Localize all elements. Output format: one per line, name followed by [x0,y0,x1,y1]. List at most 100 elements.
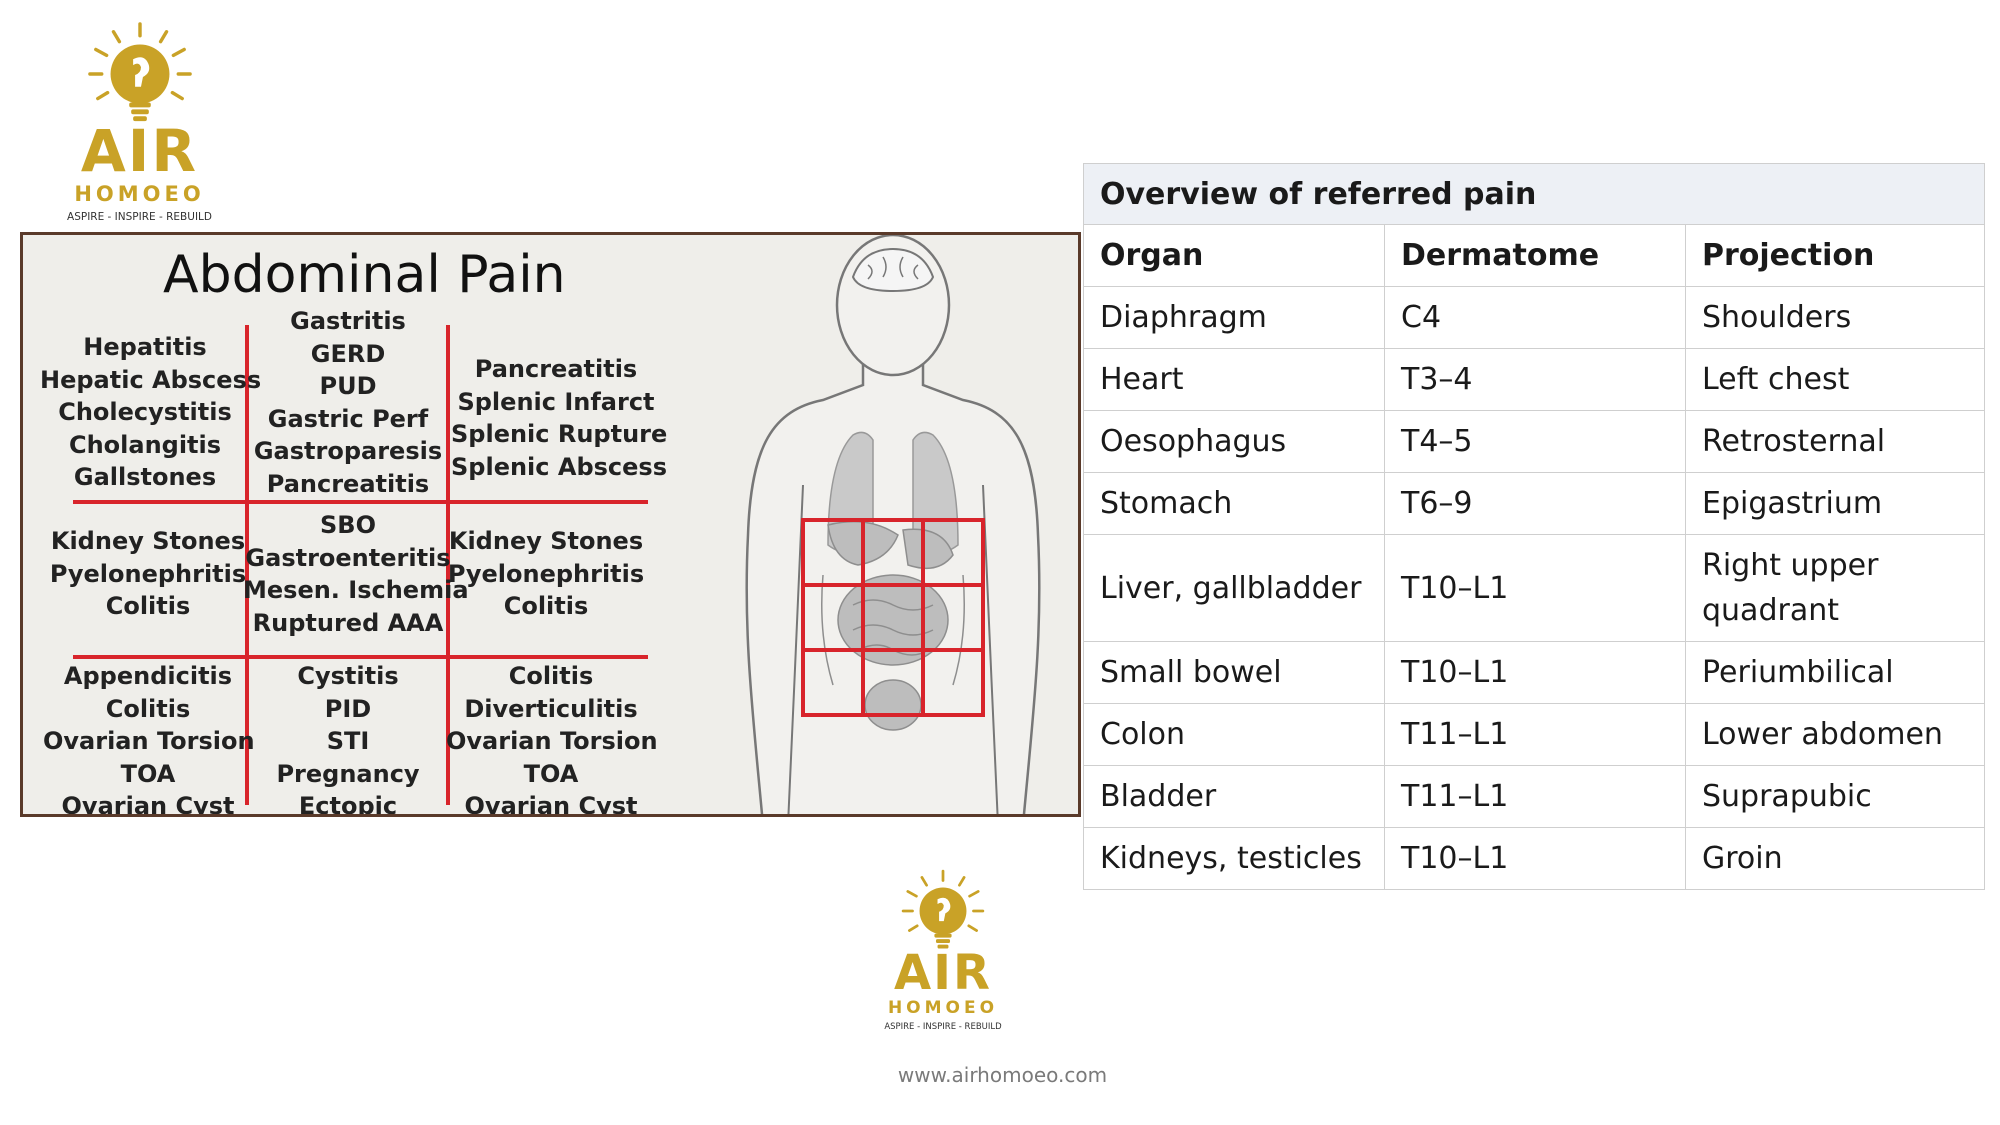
table-row: Stomach T6–9 Epigastrium [1083,472,1985,535]
table-row: Kidneys, testicles T10–L1 Groin [1083,827,1985,890]
cell-item: Ovarian Torsion [446,727,658,755]
logo-tagline: ASPIRE - INSPIRE - REBUILD [884,1022,1002,1032]
projection-cell: Suprapubic [1685,765,1985,828]
cell-item: Kidney Stones [448,527,644,555]
header-projection: Projection [1685,224,1985,287]
cell-item: Gastritis [290,307,406,335]
cell-item: Pyelonephritis [447,559,645,588]
logo-top: AIR HOMOEO ASPIRE - INSPIRE - REBUILD [52,20,227,223]
organ-cell: Oesophagus [1083,410,1385,473]
dermatome-cell: T10–L1 [1384,827,1686,890]
cell-left-flank: Kidney Stones Pyelonephritis Colitis [441,525,651,623]
cell-item: Ectopic [298,792,398,817]
cell-item: Ruptured AAA [252,608,444,637]
dermatome-cell: T10–L1 [1384,534,1686,642]
abdominal-pain-panel: Abdominal Pain Hepatitis Hepatic Abscess… [20,232,1081,817]
dermatome-cell: T3–4 [1384,348,1686,411]
cell-item: GERD [310,339,386,368]
cell-item: Cholecystitis [58,398,232,426]
cell-item: Colitis [105,694,191,723]
cell-item: STI [326,727,370,755]
cell-item: Cystitis [297,662,399,690]
bulb-icon [87,22,192,122]
header-organ: Organ [1083,224,1385,287]
projection-cell: Groin [1685,827,1985,890]
cell-item: Appendicitis [63,662,233,690]
dermatome-cell: T4–5 [1384,410,1686,473]
dermatome-cell: C4 [1384,286,1686,349]
table-caption-row: Overview of referred pain [1083,163,1985,225]
table-row: Liver, gallbladder T10–L1 Right upper qu… [1083,534,1985,642]
dermatome-cell: T10–L1 [1384,641,1686,704]
cell-item: Ovarian Cyst [61,792,235,817]
table-row: Heart T3–4 Left chest [1083,348,1985,411]
organ-cell: Bladder [1083,765,1385,828]
cell-item: Splenic Rupture [451,420,668,448]
projection-cell: Epigastrium [1685,472,1985,535]
cell-item: SBO [320,511,376,539]
organ-cell: Colon [1083,703,1385,766]
bulb-icon [901,869,985,949]
projection-cell: Left chest [1685,348,1985,411]
cell-right-upper: Hepatitis Hepatic Abscess Cholecystitis … [40,331,262,494]
projection-cell: Lower abdomen [1685,703,1985,766]
cell-item: Pyelonephritis [49,559,247,588]
website-link[interactable]: www.airhomoeo.com [897,1063,1108,1087]
dermatome-cell: T11–L1 [1384,765,1686,828]
table-row: Colon T11–L1 Lower abdomen [1083,703,1985,766]
cell-item: Hepatic Abscess [40,365,262,394]
cell-epigastric: Gastritis GERD PUD Gastric Perf Gastropa… [243,305,453,500]
cell-item: Diverticulitis [464,694,638,723]
dermatome-cell: T11–L1 [1384,703,1686,766]
cell-item: Ovarian Cyst [464,792,638,817]
cell-umbilical: SBO Gastroenteritis Mesen. Ischemia Rupt… [243,509,469,639]
organ-cell: Heart [1083,348,1385,411]
cell-right-flank: Kidney Stones Pyelonephritis Colitis [43,525,253,623]
table-caption: Overview of referred pain [1083,163,1985,225]
logo-sub: HOMOEO [887,998,999,1018]
cell-item: Pancreatitis [474,355,638,383]
cell-item: Hepatitis [83,333,207,361]
cell-item: TOA [523,759,579,788]
cell-item: Mesen. Ischemia [243,576,469,604]
projection-cell: Retrosternal [1685,410,1985,473]
cell-item: Colitis [105,592,191,620]
table-row: Diaphragm C4 Shoulders [1083,286,1985,349]
cell-item: PUD [319,372,377,400]
organ-cell: Liver, gallbladder [1083,534,1385,642]
body-figure [745,235,1041,814]
grid-line-v2 [446,325,450,805]
projection-cell: Right upper quadrant [1685,534,1985,642]
header-dermatome: Dermatome [1384,224,1686,287]
logo-tagline: ASPIRE - INSPIRE - REBUILD [67,211,212,223]
logo-brand: AIR [80,117,199,185]
cell-item: Cholangitis [68,430,222,459]
cell-suprapubic: Cystitis PID STI Pregnancy Ectopic [243,660,453,817]
grid-line-v1 [245,325,249,805]
cell-right-lower: Appendicitis Colitis Ovarian Torsion TOA… [43,660,255,817]
logo-sub: HOMOEO [74,182,205,206]
logo-bottom: AIR HOMOEO ASPIRE - INSPIRE - REBUILD [873,868,1013,1032]
projection-cell: Shoulders [1685,286,1985,349]
cell-item: Gastroparesis [253,437,443,465]
referred-pain-table: Overview of referred pain Organ Dermatom… [1083,163,1985,890]
grid-line-h2 [73,655,648,659]
cell-item: Pregnancy [276,759,420,788]
dermatome-cell: T6–9 [1384,472,1686,535]
logo-brand: AIR [894,945,992,1001]
cell-item: Gastroenteritis [245,543,451,572]
organ-cell: Kidneys, testicles [1083,827,1385,890]
cell-item: Colitis [508,662,594,690]
table-row: Bladder T11–L1 Suprapubic [1083,765,1985,828]
cell-item: Kidney Stones [50,527,246,555]
table-row: Oesophagus T4–5 Retrosternal [1083,410,1985,473]
cell-item: Pancreatitis [266,469,430,498]
table-row: Small bowel T10–L1 Periumbilical [1083,641,1985,704]
cell-item: Splenic Infarct [457,387,655,416]
cell-left-upper: Pancreatitis Splenic Infarct Splenic Rup… [451,353,668,483]
grid-line-h1 [73,500,648,504]
table-header-row: Organ Dermatome Projection [1083,224,1985,287]
cell-item: Colitis [503,592,589,620]
cell-item: TOA [120,759,176,788]
cell-item: Ovarian Torsion [43,727,255,755]
